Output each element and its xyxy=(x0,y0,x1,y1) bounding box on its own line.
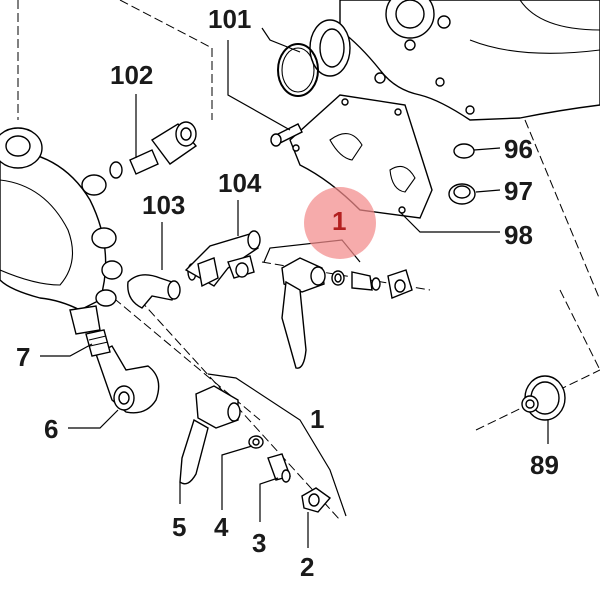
hose-elbow-6 xyxy=(95,345,160,414)
valve-assembly-upper xyxy=(281,257,413,369)
callout-97: 97 xyxy=(504,176,533,206)
callout-1-highlighted: 1 xyxy=(332,206,346,236)
callout-labels: 101 102 103 104 96 97 98 1 1 7 6 5 4 3 2… xyxy=(16,4,559,582)
callout-2: 2 xyxy=(300,552,314,582)
callout-96: 96 xyxy=(504,134,533,164)
bracket-plate xyxy=(289,94,433,219)
highlight-marker xyxy=(304,187,376,259)
retaining-ring xyxy=(277,43,319,97)
callout-6: 6 xyxy=(44,414,58,444)
callout-104: 104 xyxy=(218,168,262,198)
hose-nipple-7 xyxy=(85,329,111,357)
callout-102: 102 xyxy=(110,60,153,90)
callout-7: 7 xyxy=(16,342,30,372)
callout-103: 103 xyxy=(142,190,185,220)
callout-101: 101 xyxy=(208,4,251,34)
leader-lines xyxy=(40,27,549,548)
pump-housing xyxy=(339,0,600,121)
ring-housing xyxy=(0,127,123,335)
gear-89 xyxy=(521,375,566,421)
connector-102 xyxy=(109,121,198,179)
shaft-seal xyxy=(309,19,351,77)
bolt xyxy=(270,123,303,147)
bushing-97 xyxy=(448,183,476,205)
callout-1-lower: 1 xyxy=(310,404,324,434)
tee-fitting-104 xyxy=(184,230,261,288)
callout-5: 5 xyxy=(172,512,186,542)
valve-assembly-lower xyxy=(179,385,332,513)
callout-4: 4 xyxy=(214,512,229,542)
o-ring-96 xyxy=(453,143,475,159)
callout-89: 89 xyxy=(530,450,559,480)
callout-3: 3 xyxy=(252,528,266,558)
callout-98: 98 xyxy=(504,220,533,250)
